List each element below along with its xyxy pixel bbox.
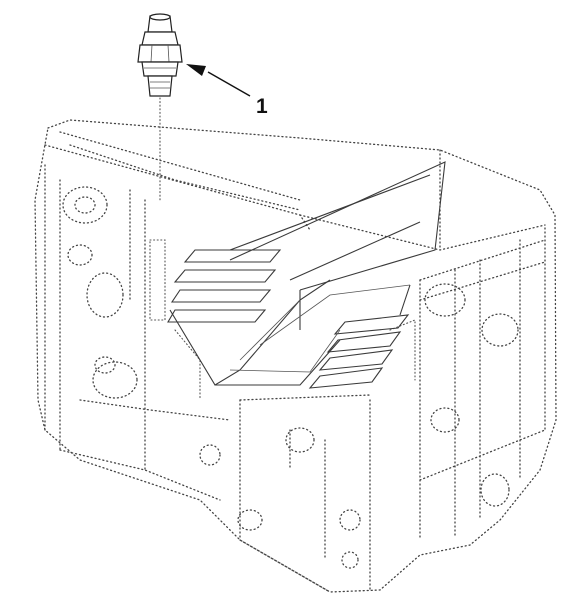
- manifold-outline: [167, 161, 446, 389]
- engine-block: [34, 119, 557, 593]
- callout-arrowhead: [186, 64, 206, 76]
- sensor: [137, 13, 183, 201]
- callout-label: 1: [256, 95, 268, 118]
- callout-1: 1: [186, 64, 268, 118]
- callout-arrow: [207, 71, 251, 97]
